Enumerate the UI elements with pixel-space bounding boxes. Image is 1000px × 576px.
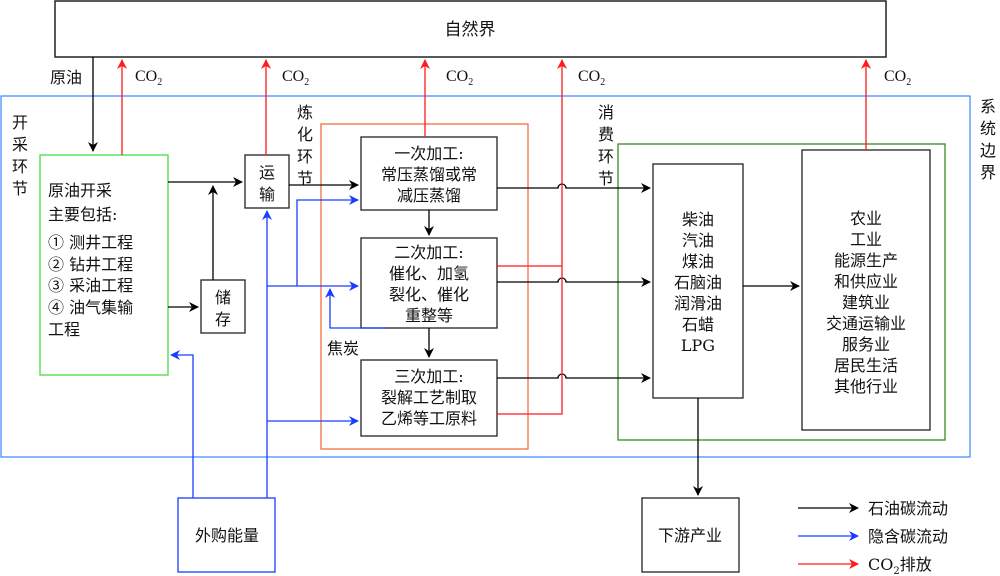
svg-text:工业: 工业 bbox=[850, 230, 882, 249]
svg-text:环: 环 bbox=[297, 147, 313, 166]
svg-text:炼: 炼 bbox=[297, 103, 313, 122]
transport-box bbox=[244, 154, 290, 209]
svg-text:裂化、催化: 裂化、催化 bbox=[389, 285, 469, 304]
svg-text:原油开采: 原油开采 bbox=[48, 181, 112, 200]
svg-text:开: 开 bbox=[12, 113, 28, 132]
storage-label-1: 储 bbox=[215, 288, 231, 307]
purchased-energy-box bbox=[177, 497, 276, 573]
tertiary-processing-box bbox=[360, 359, 498, 437]
svg-text:化: 化 bbox=[297, 125, 313, 144]
system-boundary-frame bbox=[0, 95, 971, 458]
svg-text:其他行业: 其他行业 bbox=[834, 377, 898, 396]
svg-text:能源生产: 能源生产 bbox=[834, 251, 898, 270]
products-list: 柴油 汽油 煤油 石脑油 润滑油 石蜡 LPG bbox=[674, 210, 722, 355]
co2-label: CO2 bbox=[446, 68, 473, 88]
products-box bbox=[652, 163, 744, 399]
svg-text:LPG: LPG bbox=[681, 336, 715, 355]
extraction-box-text: 原油开采 主要包括: ① 测井工程 ② 钻井工程 ③ 采油工程 ④ 油气集输 工… bbox=[48, 181, 133, 339]
svg-text:③ 采油工程: ③ 采油工程 bbox=[48, 276, 133, 295]
refining-stage-label: 炼 化 环 节 bbox=[297, 103, 313, 188]
svg-text:煤油: 煤油 bbox=[682, 252, 714, 271]
secondary-processing-box bbox=[360, 237, 498, 329]
consumption-stage-label: 消 费 环 节 bbox=[598, 103, 614, 188]
legend-embedded-label: 隐含碳流动 bbox=[868, 527, 948, 546]
transport-label-2: 输 bbox=[259, 185, 275, 204]
svg-text:裂解工艺制取: 裂解工艺制取 bbox=[381, 388, 477, 407]
svg-text:边: 边 bbox=[980, 141, 996, 160]
primary-processing-box bbox=[360, 136, 498, 211]
crude-oil-label: 原油 bbox=[50, 68, 82, 87]
svg-text:三次加工:: 三次加工: bbox=[394, 367, 463, 386]
svg-text:环: 环 bbox=[12, 157, 28, 176]
svg-text:服务业: 服务业 bbox=[842, 335, 890, 354]
svg-text:工程: 工程 bbox=[48, 320, 80, 339]
svg-text:催化、加氢: 催化、加氢 bbox=[389, 264, 469, 283]
sectors-box bbox=[801, 149, 931, 431]
svg-text:主要包括:: 主要包括: bbox=[48, 205, 117, 224]
storage-box bbox=[200, 279, 246, 334]
svg-text:④ 油气集输: ④ 油气集输 bbox=[48, 298, 133, 317]
svg-text:节: 节 bbox=[297, 169, 313, 188]
svg-text:消: 消 bbox=[598, 103, 614, 122]
system-boundary-label: 系 统 边 界 bbox=[980, 97, 996, 182]
svg-text:和供应业: 和供应业 bbox=[834, 272, 898, 291]
svg-text:费: 费 bbox=[598, 125, 614, 144]
svg-text:减压蒸馏: 减压蒸馏 bbox=[397, 186, 461, 205]
svg-text:重整等: 重整等 bbox=[405, 306, 453, 325]
svg-text:一次加工:: 一次加工: bbox=[394, 144, 463, 163]
co2-label: CO2 bbox=[884, 68, 911, 88]
svg-text:乙烯等工原料: 乙烯等工原料 bbox=[381, 409, 477, 428]
svg-text:石脑油: 石脑油 bbox=[674, 273, 722, 292]
extraction-box bbox=[39, 154, 169, 376]
extraction-stage-label: 开 采 环 节 bbox=[12, 113, 28, 198]
svg-text:① 测井工程: ① 测井工程 bbox=[48, 233, 133, 252]
svg-text:采: 采 bbox=[12, 135, 28, 154]
svg-text:节: 节 bbox=[598, 169, 614, 188]
nature-box bbox=[54, 0, 887, 58]
legend-co2-label: CO2排放 bbox=[868, 555, 932, 576]
svg-text:常压蒸馏或常: 常压蒸馏或常 bbox=[381, 165, 477, 184]
svg-text:统: 统 bbox=[980, 119, 996, 138]
svg-text:系: 系 bbox=[980, 97, 996, 116]
co2-label: CO2 bbox=[135, 68, 162, 88]
svg-text:润滑油: 润滑油 bbox=[674, 294, 722, 313]
svg-text:居民生活: 居民生活 bbox=[834, 356, 898, 375]
coke-label: 焦炭 bbox=[327, 339, 359, 358]
co2-label: CO2 bbox=[282, 68, 309, 88]
svg-text:界: 界 bbox=[980, 163, 996, 182]
svg-text:柴油: 柴油 bbox=[682, 210, 714, 229]
purchased-energy-label: 外购能量 bbox=[195, 526, 259, 545]
nature-label: 自然界 bbox=[445, 20, 496, 40]
svg-text:节: 节 bbox=[12, 179, 28, 198]
svg-text:石蜡: 石蜡 bbox=[682, 315, 714, 334]
svg-text:交通运输业: 交通运输业 bbox=[826, 314, 906, 333]
downstream-box bbox=[641, 497, 740, 573]
legend-petroleum-label: 石油碳流动 bbox=[868, 499, 948, 518]
svg-text:② 钻井工程: ② 钻井工程 bbox=[48, 255, 133, 274]
embedded-flow-lines bbox=[170, 195, 387, 498]
svg-text:环: 环 bbox=[598, 147, 614, 166]
svg-text:建筑业: 建筑业 bbox=[842, 293, 890, 312]
svg-text:汽油: 汽油 bbox=[682, 231, 714, 250]
co2-label: CO2 bbox=[578, 68, 605, 88]
downstream-label: 下游产业 bbox=[658, 526, 722, 545]
consumption-frame bbox=[617, 143, 946, 441]
transport-label-1: 运 bbox=[259, 163, 275, 182]
legend: 石油碳流动 隐含碳流动 CO2排放 bbox=[798, 499, 948, 576]
svg-text:农业: 农业 bbox=[850, 209, 882, 228]
svg-text:二次加工:: 二次加工: bbox=[394, 243, 463, 262]
storage-label-2: 存 bbox=[215, 310, 231, 329]
sectors-list: 农业 工业 能源生产 和供应业 建筑业 交通运输业 服务业 居民生活 其他行业 bbox=[826, 209, 906, 396]
co2-emission-lines bbox=[117, 59, 871, 415]
